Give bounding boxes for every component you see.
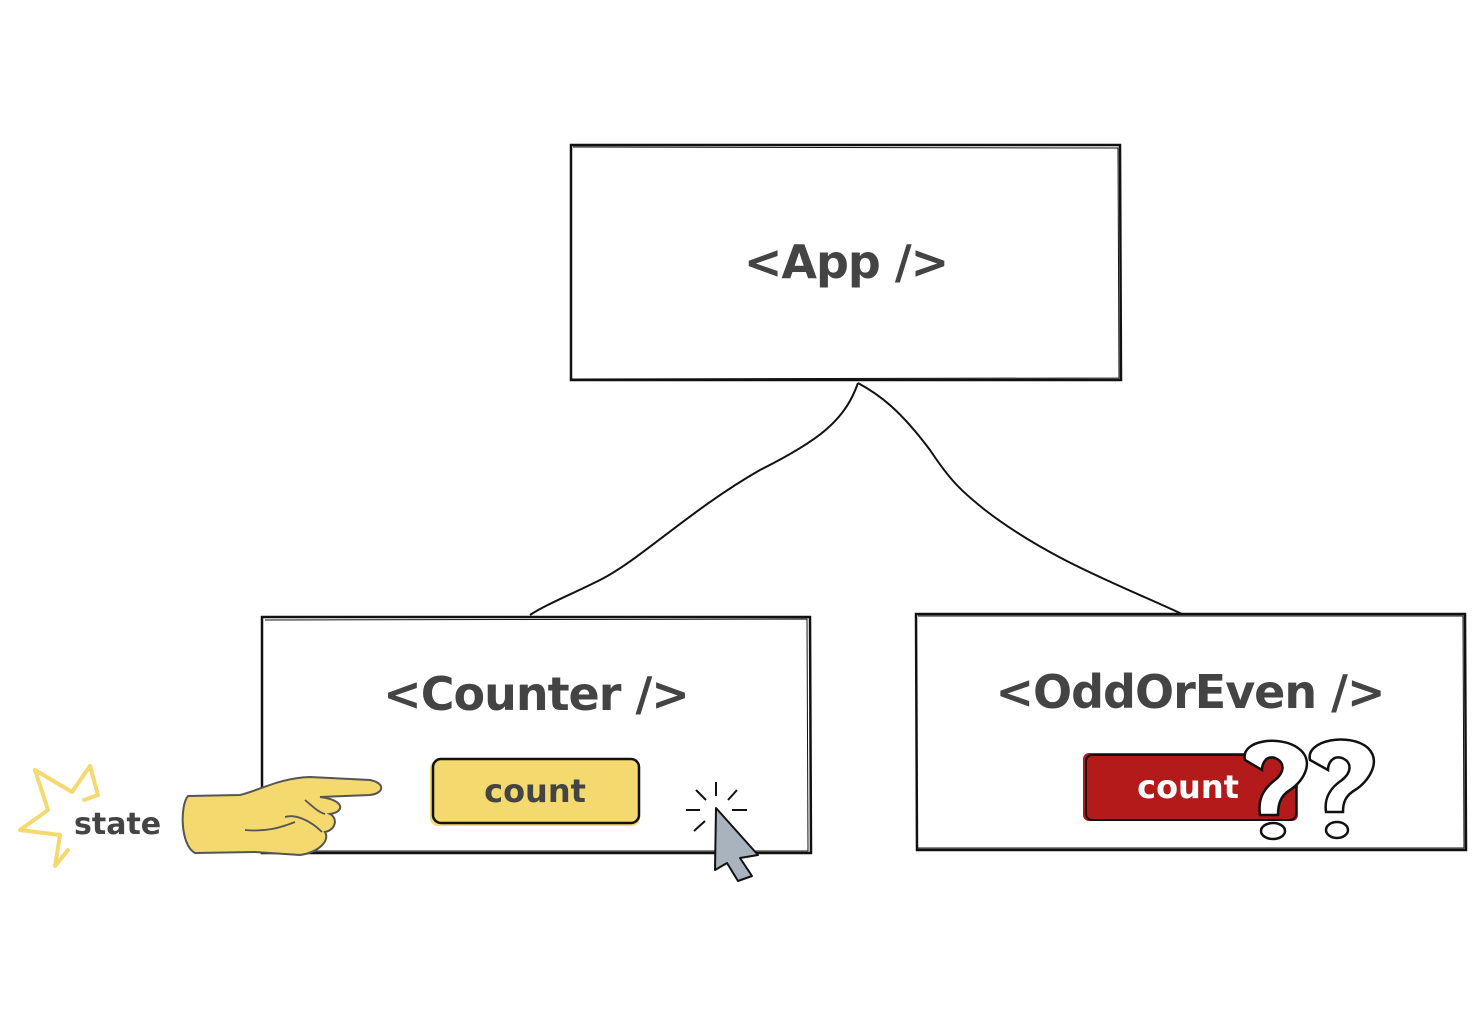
pointing-hand-icon [181, 775, 383, 857]
edge-app-to-odd-or-even [857, 382, 1183, 615]
app-node: <App /> [569, 143, 1123, 382]
click-cursor-icon [686, 782, 759, 882]
counter-count-label: count [484, 772, 586, 810]
odd-or-even-node: <OddOrEven /> [914, 612, 1468, 852]
odd-or-even-count-button[interactable]: count [1083, 753, 1298, 821]
state-burst-icon [18, 764, 100, 868]
state-label: state [74, 807, 161, 842]
app-node-label: <App /> [744, 235, 948, 289]
odd-or-even-node-label: <OddOrEven /> [995, 665, 1384, 719]
odd-or-even-count-label: count [1137, 768, 1239, 806]
question-marks-icon [1243, 738, 1375, 841]
edge-app-to-counter [529, 382, 859, 616]
counter-node: <Counter /> [260, 615, 813, 855]
counter-count-button[interactable]: count [430, 757, 641, 826]
counter-node-label: <Counter /> [383, 667, 689, 721]
